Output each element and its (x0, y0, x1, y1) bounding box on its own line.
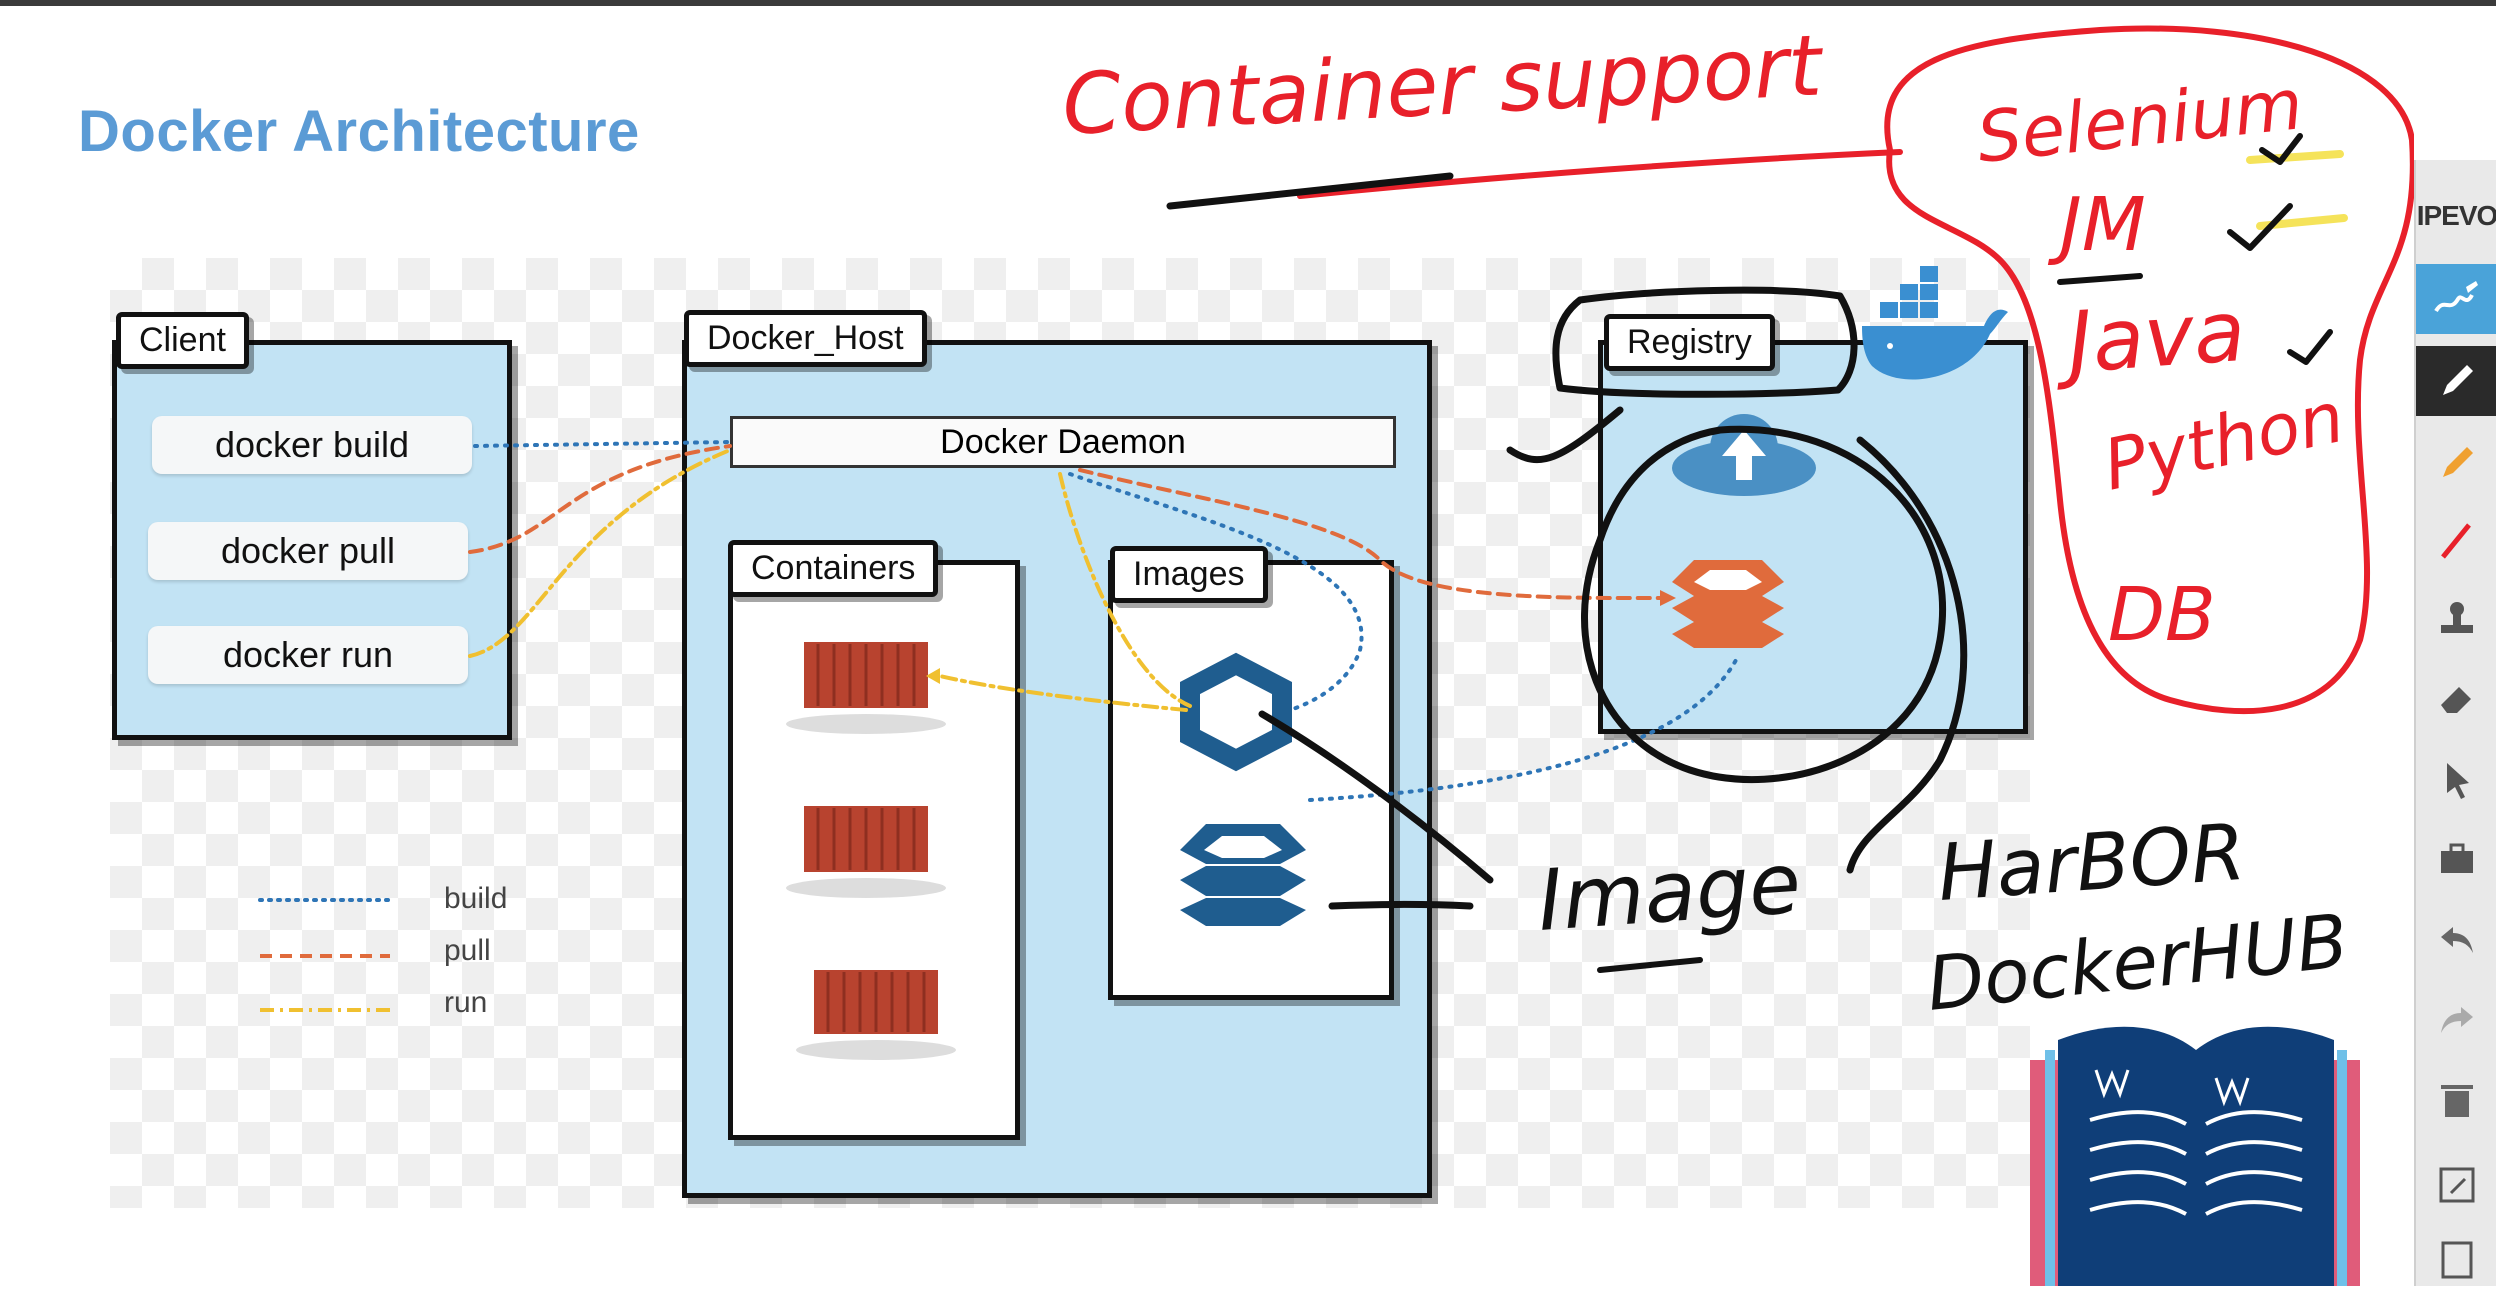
capture-icon[interactable] (2416, 1150, 2496, 1220)
build-flow-line (473, 440, 732, 448)
shipping-container-icon (786, 642, 946, 734)
arrow-head (926, 668, 940, 684)
trash-icon[interactable] (2416, 1064, 2496, 1134)
toolbar-brand: IPEVO (2416, 200, 2496, 231)
black-tick-stroke (1506, 406, 1624, 464)
run-flow-line (938, 674, 1188, 712)
arrow-head (1660, 590, 1676, 606)
diagram-graphics (258, 266, 2008, 1060)
images-box (1108, 560, 1394, 1000)
pull-flow-line (468, 444, 732, 554)
pointer-icon[interactable] (2416, 744, 2496, 814)
legend-pull-label: pull (444, 934, 491, 967)
run-flow-line (468, 448, 732, 658)
list-item-db: DB (2108, 572, 2216, 658)
stamp-icon[interactable] (2416, 584, 2496, 654)
docker-run-command: docker run (148, 626, 468, 684)
page-icon[interactable] (2416, 1224, 2496, 1294)
containers-label: Containers (728, 540, 939, 597)
list-item-python: Python (2096, 376, 2350, 507)
list-item-java: Java (2051, 282, 2249, 393)
list-item-jm: JM (2047, 182, 2146, 268)
black-pointer-stroke (1328, 901, 1474, 910)
annotation-toolbar: IPEVO (2414, 160, 2496, 1286)
black-checkmark-stroke (2259, 133, 2303, 165)
registry-image-stack-icon (1672, 560, 1784, 648)
shipping-container-icon (786, 806, 946, 898)
black-underline-stroke (1166, 172, 1454, 210)
registry-box (1598, 340, 2028, 734)
architecture-diagram: Client docker build docker pull docker r… (110, 258, 2030, 1208)
black-underline-stroke (1597, 957, 1703, 973)
docker-host-label: Docker_Host (684, 310, 927, 367)
black-bracket-stroke (1846, 436, 1968, 874)
heading-annotation: Container support (1060, 16, 1827, 154)
black-checkmark-stroke (2287, 329, 2333, 365)
red-underline-stroke (1297, 149, 1903, 199)
docker-pull-command: docker pull (148, 522, 468, 580)
pull-flow-line (1078, 468, 1662, 601)
yellow-highlight-stroke (2246, 150, 2344, 164)
docker-whale-icon (1862, 266, 2008, 380)
docker-build-command: docker build (152, 416, 472, 474)
multi-pen-icon[interactable] (2416, 264, 2496, 334)
eraser-icon[interactable] (2416, 664, 2496, 734)
legend-build-label: build (444, 882, 508, 915)
docker-daemon: Docker Daemon (730, 416, 1396, 468)
cloud-upload-icon (1672, 414, 1816, 496)
legend-run-label: run (444, 986, 488, 1019)
black-pointer-stroke (1258, 710, 1494, 884)
toolbox-icon[interactable] (2416, 824, 2496, 894)
image-stack-icon (1180, 824, 1306, 926)
highlighter-icon[interactable] (2416, 428, 2496, 498)
pen-icon[interactable] (2416, 346, 2496, 416)
slide-title: Docker Architecture (78, 99, 640, 164)
images-label: Images (1110, 546, 1268, 603)
black-checkmark-stroke (2227, 203, 2293, 251)
build-flow-line (1068, 472, 1364, 712)
image-hexagon-icon (1180, 652, 1292, 772)
run-flow-line (1058, 472, 1192, 708)
redo-icon[interactable] (2416, 984, 2496, 1054)
client-label: Client (116, 312, 249, 369)
red-loop-stroke (1884, 25, 2414, 715)
undo-icon[interactable] (2416, 904, 2496, 974)
black-underline-stroke (2057, 273, 2143, 285)
image-annotation: Image (1535, 834, 1804, 950)
handwritten-annotations: Container support Selenium JM Java Pytho… (1060, 16, 2414, 1028)
shipping-container-icon (796, 970, 956, 1060)
black-circle-stroke (1581, 425, 1947, 784)
harbor-annotation: HarBOR (1935, 808, 2248, 919)
red-pen-icon[interactable] (2416, 506, 2496, 576)
registry-label: Registry (1604, 314, 1775, 371)
top-bar (0, 0, 2496, 6)
dockerhub-annotation: DockerHUB (1923, 898, 2352, 1028)
black-rectangle-stroke (1552, 286, 1858, 398)
